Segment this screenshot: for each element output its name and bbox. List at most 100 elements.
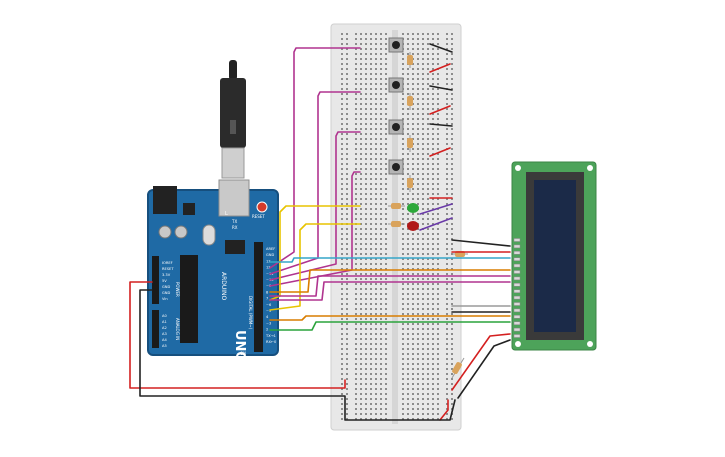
wire-led-green[interactable] [269,205,361,301]
breadboard-hole [375,218,377,220]
breadboard-hole [375,78,377,80]
breadboard-hole [365,258,367,260]
wire-lcd-cyan[interactable] [269,257,511,263]
lcd-pin[interactable] [513,334,521,338]
breadboard-hole [417,193,419,195]
breadboard-hole [385,238,387,240]
breadboard-hole [365,208,367,210]
resistor-btn-3[interactable] [407,135,413,152]
breadboard-hole [355,338,357,340]
lcd-pin[interactable] [513,302,521,306]
resistor-led-red[interactable] [388,221,405,227]
wire-lcd-orange-1[interactable] [269,269,511,293]
lcd-pin[interactable] [513,295,521,300]
wire-led-red-gnd[interactable] [419,217,453,231]
resistor-lcd-contrast[interactable] [451,357,465,379]
resistor-btn-2[interactable] [407,93,413,110]
wire-lcd-5v-2[interactable] [451,333,511,391]
breadboard-hole [346,348,348,350]
push-button-2[interactable] [388,77,404,93]
breadboard-hole [365,368,367,370]
lcd-pin[interactable] [513,283,521,287]
breadboard-hole [355,398,357,400]
breadboard-hole [407,418,409,420]
lcd-pin[interactable] [513,270,521,274]
wire-lcd-magenta-1[interactable] [269,275,511,297]
breadboard-hole [422,138,424,140]
digital-pin-label: 4 [266,315,269,319]
arduino-uno-board[interactable]: UNO ARDUINO L TX RX RESET ON POWER ANALO… [147,179,279,363]
resistor-btn-1[interactable] [407,52,413,68]
wire-button-2-gnd[interactable] [429,85,453,91]
breadboard-hole [451,133,453,135]
breadboard-hole [412,298,414,300]
breadboard-hole [427,153,429,155]
push-button-1[interactable] [388,37,404,53]
push-button-4[interactable] [388,159,404,175]
resistor-led-green[interactable] [388,203,405,209]
breadboard-hole [432,298,434,300]
breadboard-hole [437,93,439,95]
breadboard-hole [407,218,409,220]
breadboard-hole [432,178,434,180]
lcd-pin[interactable] [513,263,521,268]
breadboard-hole [370,143,372,145]
breadboard-hole [341,343,343,345]
wire-5v[interactable] [129,281,346,389]
wire-button-2-5v[interactable] [429,105,451,115]
reset-button[interactable] [256,201,268,213]
wire-led-red[interactable] [269,223,361,311]
lcd-pin[interactable] [513,238,521,242]
lcd-pin[interactable] [513,321,521,325]
breadboard-hole [375,113,377,115]
breadboard-hole [385,338,387,340]
breadboard-hole [402,158,404,160]
breadboard-hole [375,58,377,60]
lcd-pin[interactable] [513,308,521,313]
breadboard-hole [417,228,419,230]
lcd-pin[interactable] [513,257,521,261]
breadboard-hole [407,308,409,310]
wire-lcd-gnd[interactable] [451,239,511,247]
lcd-pin[interactable] [513,289,521,293]
wire-button-1-5v[interactable] [429,63,451,73]
resistor-btn-4[interactable] [407,175,413,192]
lcd-pin[interactable] [513,315,521,319]
wire-lcd-orange-2[interactable] [269,315,511,321]
lcd-16x2-module[interactable] [511,161,597,351]
breadboard-hole [341,183,343,185]
wire-button-3-5v[interactable] [429,147,451,157]
breadboard-hole [446,93,448,95]
breadboard-hole [446,308,448,310]
breadboard-hole [360,78,362,80]
push-button-3[interactable] [388,119,404,135]
green-led[interactable] [407,203,419,213]
breadboard-hole [365,383,367,385]
breadboard-hole [360,288,362,290]
breadboard-hole [437,203,439,205]
breadboard-hole [360,208,362,210]
wire-button-2[interactable] [269,91,361,275]
lcd-pin[interactable] [513,276,521,281]
wire-gnd[interactable] [139,289,456,421]
wire-lcd-green[interactable] [269,321,511,331]
breadboard-hole [427,198,429,200]
lcd-pin[interactable] [513,251,521,255]
wire-button-1-gnd[interactable] [429,43,453,53]
wire-lcd-gnd-2[interactable] [457,339,511,399]
wire-button-1[interactable] [269,47,361,269]
breadboard-hole [446,358,448,360]
breadboard-hole [432,103,434,105]
wire-lcd-magenta-2[interactable] [269,281,511,301]
wire-button-3-gnd[interactable] [429,123,453,127]
breadboard-hole [427,378,429,380]
wire-led-green-gnd[interactable] [419,203,453,215]
breadboard-hole [380,158,382,160]
red-led[interactable] [407,221,419,231]
lcd-pin[interactable] [513,327,521,332]
breadboard-hole [417,163,419,165]
wire-rail-5v[interactable] [439,399,449,421]
breadboard-hole [375,278,377,280]
breadboard-hole [427,113,429,115]
lcd-pin[interactable] [513,244,521,249]
